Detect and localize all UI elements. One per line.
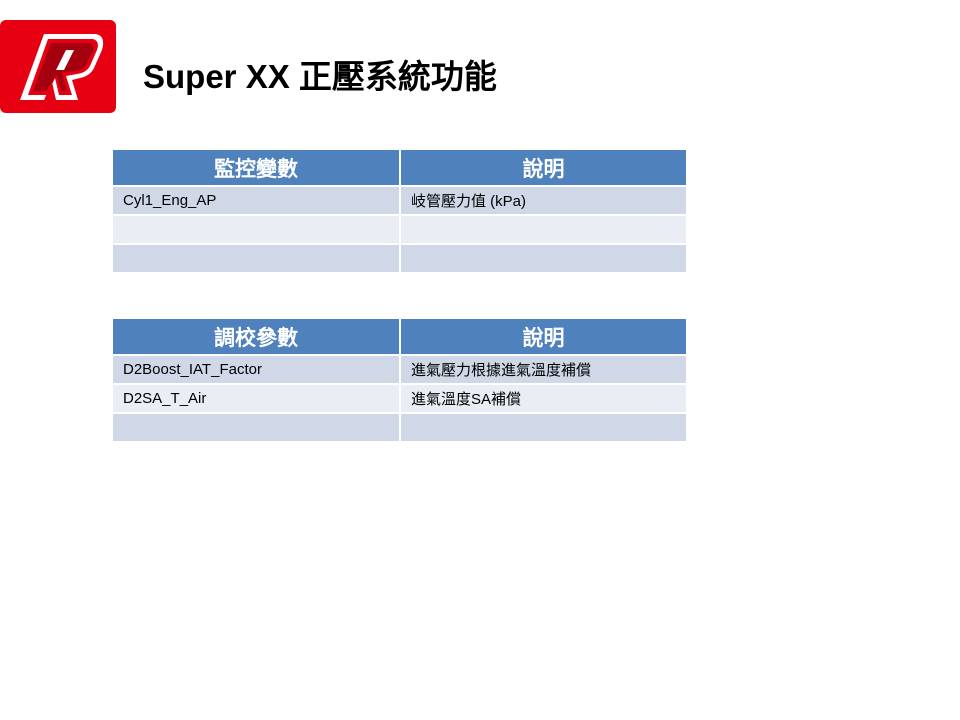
table-row [111, 412, 688, 443]
header-calibration-parameter: 調校參數 [111, 317, 401, 356]
description-cell [399, 243, 688, 274]
variable-cell: Cyl1_Eng_AP [111, 185, 401, 216]
parameter-cell: D2SA_T_Air [111, 383, 401, 414]
page-title: Super XX 正壓系統功能 [143, 58, 497, 95]
table-header-row: 監控變數 說明 [111, 148, 688, 187]
description-cell [399, 412, 688, 443]
monitor-variables-table: 監控變數 說明 Cyl1_Eng_AP 岐管壓力值 (kPa) [111, 148, 688, 274]
description-cell: 進氣壓力根據進氣溫度補償 [399, 354, 688, 385]
description-cell: 進氣溫度SA補償 [399, 383, 688, 414]
header-monitor-variable: 監控變數 [111, 148, 401, 187]
brand-logo [0, 20, 116, 113]
parameter-cell: D2Boost_IAT_Factor [111, 354, 401, 385]
header-description: 說明 [399, 148, 688, 187]
table-row [111, 214, 688, 245]
table-row: D2SA_T_Air 進氣溫度SA補償 [111, 383, 688, 414]
header-description: 說明 [399, 317, 688, 356]
variable-cell [111, 214, 401, 245]
description-cell [399, 214, 688, 245]
table-header-row: 調校參數 說明 [111, 317, 688, 356]
variable-cell [111, 243, 401, 274]
parameter-cell [111, 412, 401, 443]
table-row: D2Boost_IAT_Factor 進氣壓力根據進氣溫度補償 [111, 354, 688, 385]
calibration-parameters-table: 調校參數 說明 D2Boost_IAT_Factor 進氣壓力根據進氣溫度補償 … [111, 317, 688, 443]
table-row [111, 243, 688, 274]
table-row: Cyl1_Eng_AP 岐管壓力值 (kPa) [111, 185, 688, 216]
description-cell: 岐管壓力值 (kPa) [399, 185, 688, 216]
